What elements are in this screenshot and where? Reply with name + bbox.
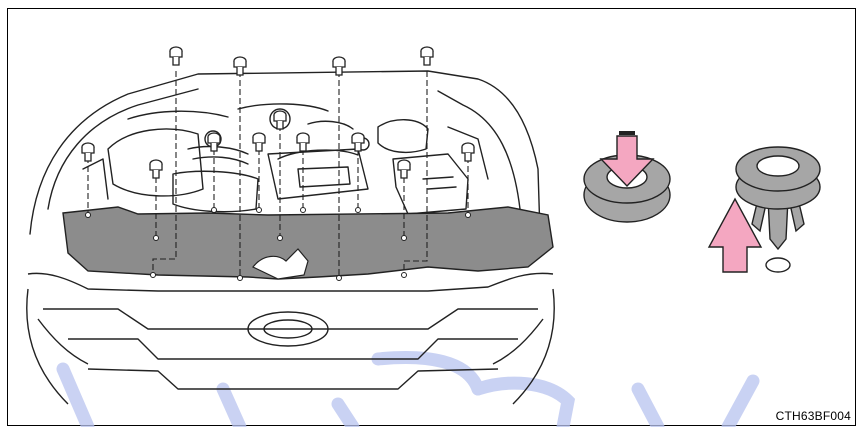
clip-icon <box>352 133 364 151</box>
clip-icon <box>170 47 182 65</box>
radiator-cover <box>63 207 553 279</box>
clip-icon <box>462 143 474 161</box>
clip-icon <box>208 133 220 151</box>
arrow-up-icon <box>709 199 761 272</box>
clip-icon <box>150 160 162 178</box>
clip-icon <box>274 111 286 129</box>
clip-icon <box>398 160 410 178</box>
clip-icon <box>253 133 265 151</box>
clip-icon <box>82 143 94 161</box>
engine-room-diagram <box>8 9 857 427</box>
figure-code: CTH63BF004 <box>776 409 851 423</box>
clip-icon <box>234 57 246 75</box>
figure-frame: CTH63BF004 <box>7 8 856 426</box>
clip-removed-icon <box>736 147 820 272</box>
watermark <box>63 358 753 427</box>
clip-icon <box>421 47 433 65</box>
clip-icon <box>297 133 309 151</box>
